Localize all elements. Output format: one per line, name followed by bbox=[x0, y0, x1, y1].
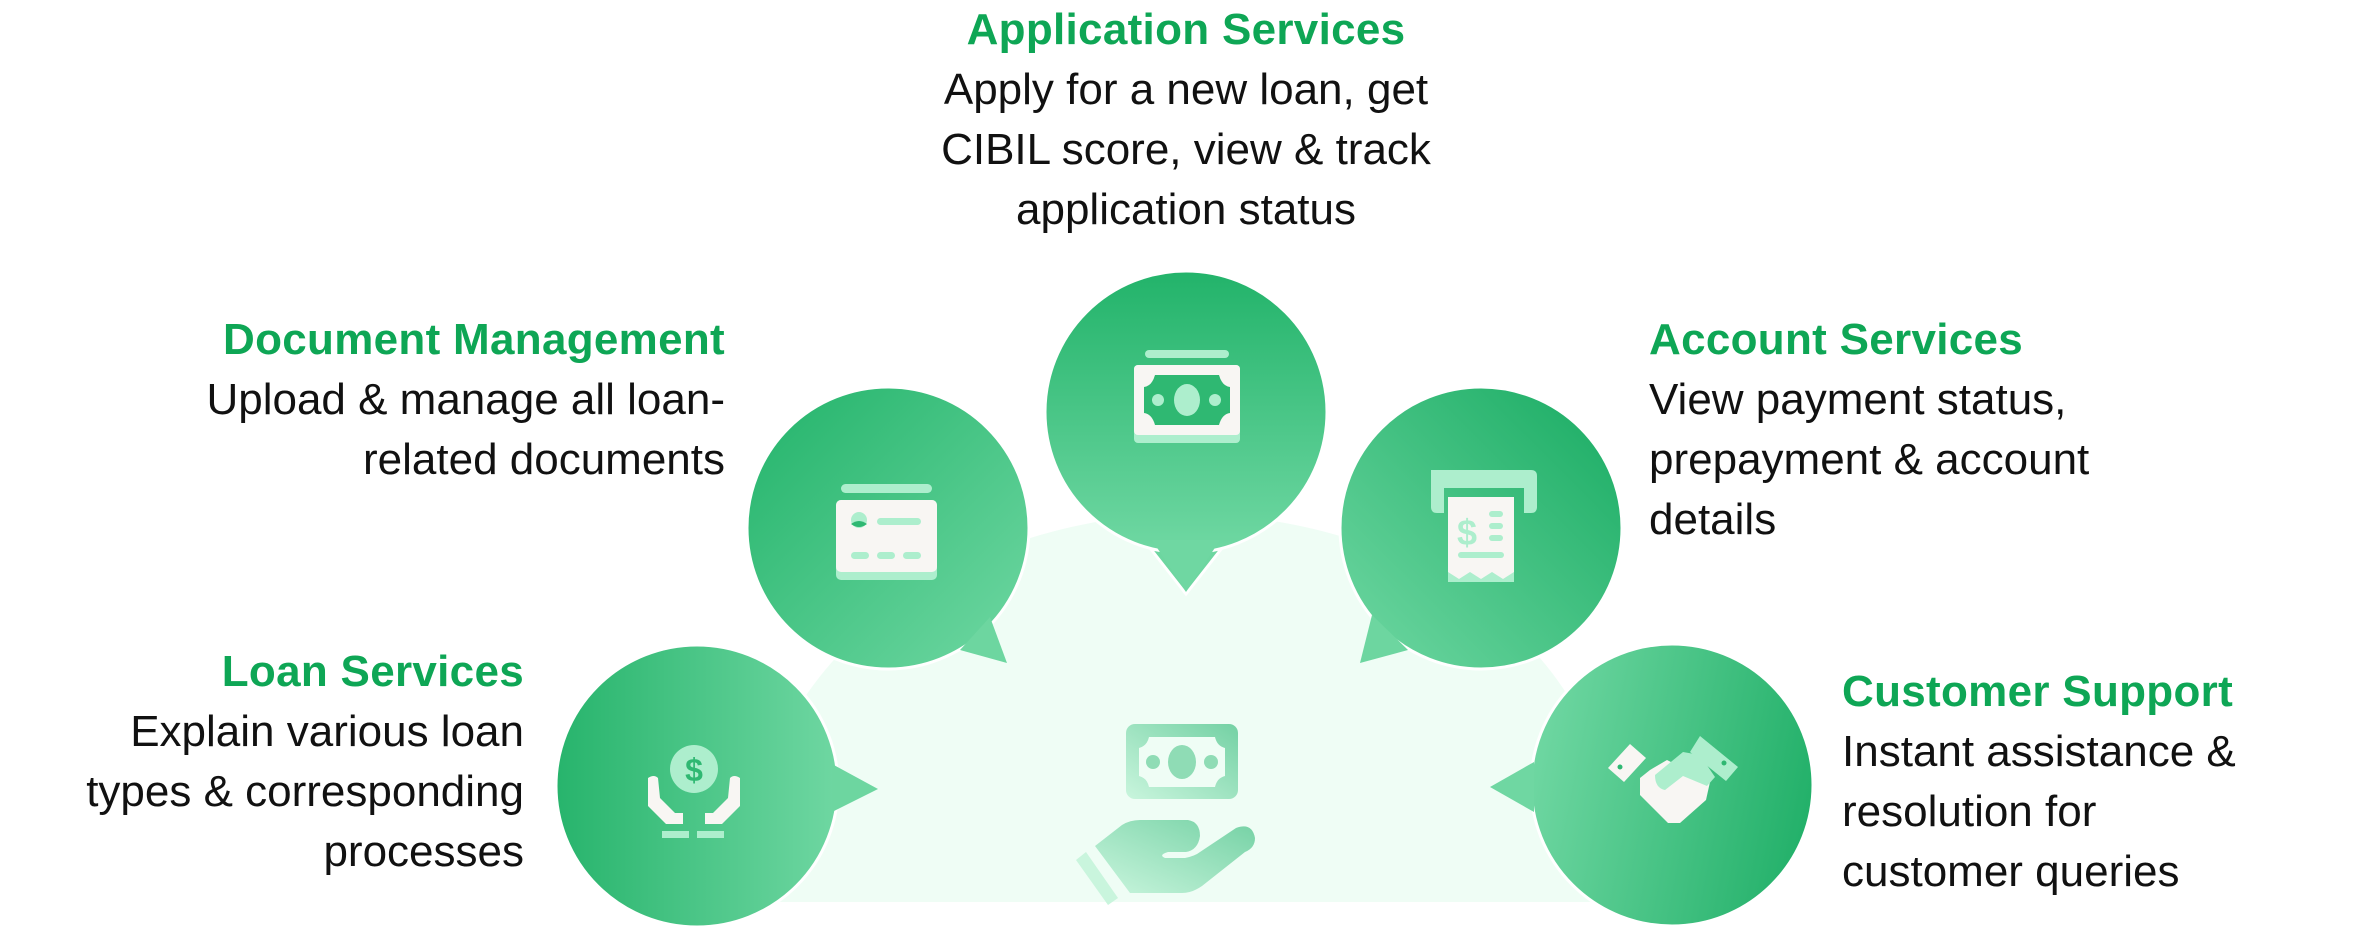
service-desc-line: Upload & manage all loan- bbox=[206, 375, 725, 424]
service-application: Application Services Apply for a new loa… bbox=[886, 0, 1486, 240]
service-desc-line: details bbox=[1649, 495, 1777, 544]
bubble-account[interactable]: $ bbox=[1338, 385, 1624, 671]
service-desc-line: prepayment & account bbox=[1649, 435, 2090, 484]
service-desc-line: View payment status, bbox=[1649, 375, 2067, 424]
hands-dollar-icon: $ bbox=[648, 745, 740, 838]
handshake-icon bbox=[1608, 736, 1738, 823]
service-desc-line: Apply for a new loan, get bbox=[943, 65, 1429, 114]
service-desc-line: application status bbox=[1016, 185, 1356, 234]
service-desc-line: processes bbox=[323, 827, 524, 876]
service-title: Document Management bbox=[223, 315, 725, 364]
bubble-loan[interactable]: $ bbox=[554, 643, 878, 929]
service-title: Loan Services bbox=[221, 647, 524, 696]
service-document: Document Management Upload & manage all … bbox=[60, 310, 725, 490]
service-support: Customer Support Instant assistance & re… bbox=[1842, 662, 2362, 902]
service-title: Customer Support bbox=[1842, 667, 2234, 716]
banknote-icon bbox=[1134, 350, 1240, 443]
hand-holding-money-icon bbox=[1076, 724, 1255, 905]
service-loan: Loan Services Explain various loan types… bbox=[0, 642, 524, 882]
receipt-icon: $ bbox=[1431, 470, 1537, 582]
service-desc-line: related documents bbox=[363, 435, 725, 484]
svg-text:$: $ bbox=[685, 752, 703, 788]
bubble-application[interactable] bbox=[1043, 269, 1329, 597]
service-desc-line: Instant assistance & bbox=[1842, 727, 2236, 776]
service-desc-line: types & corresponding bbox=[86, 767, 524, 816]
bubble-document[interactable] bbox=[745, 385, 1031, 671]
service-desc-line: customer queries bbox=[1842, 847, 2180, 896]
id-card-icon bbox=[836, 484, 937, 580]
service-desc-line: CIBIL score, view & track bbox=[941, 125, 1431, 174]
bubble-support[interactable] bbox=[1490, 642, 1815, 928]
service-title: Account Services bbox=[1649, 315, 2024, 364]
service-account: Account Services View payment status, pr… bbox=[1649, 310, 2249, 550]
service-desc-line: resolution for bbox=[1842, 787, 2097, 836]
service-desc-line: Explain various loan bbox=[130, 707, 524, 756]
svg-text:$: $ bbox=[1457, 512, 1477, 553]
service-title: Application Services bbox=[966, 5, 1406, 54]
